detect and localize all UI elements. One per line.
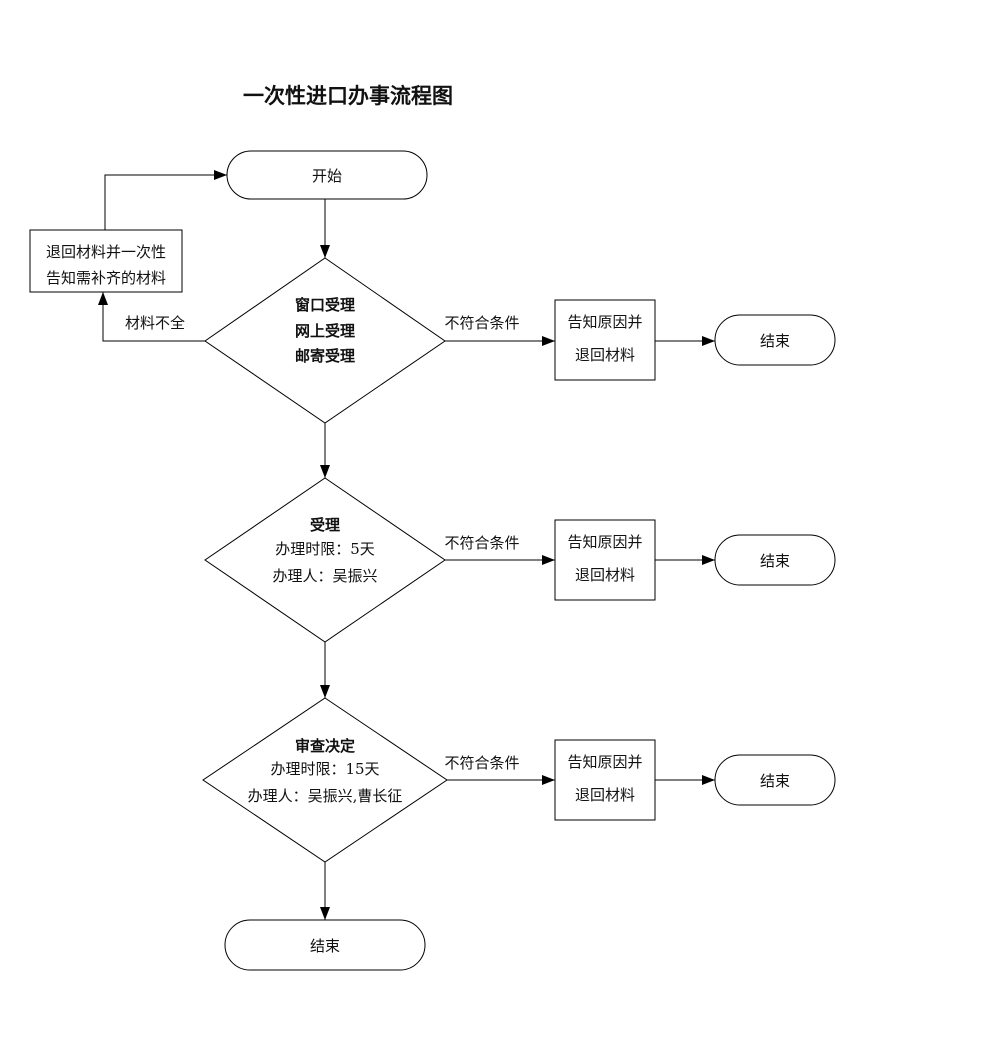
end3-label: 结束 [760,772,790,790]
decision1-diamond [204,257,446,424]
notify2-line-2: 退回材料 [575,566,635,584]
decision1-line-3: 邮寄受理 [295,347,355,365]
decision3-title: 审查决定 [295,737,355,755]
decision2-diamond [204,477,446,643]
supplement-line-1: 退回材料并一次性 [46,243,166,261]
end-node-1 [714,314,836,366]
decision1-line-1: 窗口受理 [295,296,355,314]
start-label: 开始 [312,167,342,185]
decision1-line-2: 网上受理 [295,322,355,340]
notify3-line-2: 退回材料 [575,786,635,804]
diagram-title: 一次性进口办事流程图 [243,83,453,108]
edge-label-not-qualified-1: 不符合条件 [444,314,519,332]
notify1-line-2: 退回材料 [575,346,635,364]
start-node [226,150,428,200]
end-node-3 [714,754,836,806]
edge-label-material-incomplete: 材料不全 [125,314,185,332]
notify3-line-1: 告知原因并 [567,753,642,771]
end-final-label: 结束 [310,937,340,955]
end2-label: 结束 [760,552,790,570]
decision2-title: 受理 [310,516,340,534]
edge-label-not-qualified-2: 不符合条件 [444,534,519,552]
edge-decision1-to-supplement [98,292,205,342]
end1-label: 结束 [760,332,790,350]
notify-box-3 [554,739,656,821]
supplement-line-2: 告知需补齐的材料 [46,269,166,287]
decision3-line-1: 办理时限：15天 [270,760,379,778]
notify-box-1 [554,299,656,381]
end-node-final [224,919,426,971]
notify2-line-1: 告知原因并 [567,533,642,551]
edge-label-not-qualified-3: 不符合条件 [444,754,519,772]
notify1-line-1: 告知原因并 [567,313,642,331]
decision2-line-1: 办理时限：5天 [275,540,375,558]
edge-supplement-to-start [104,170,227,230]
notify-box-2 [554,519,656,601]
decision3-line-2: 办理人：吴振兴,曹长征 [248,787,403,805]
supplement-box [29,229,183,293]
decision3-diamond [202,697,448,863]
decision2-line-2: 办理人：吴振兴 [272,567,377,585]
end-node-2 [714,534,836,586]
